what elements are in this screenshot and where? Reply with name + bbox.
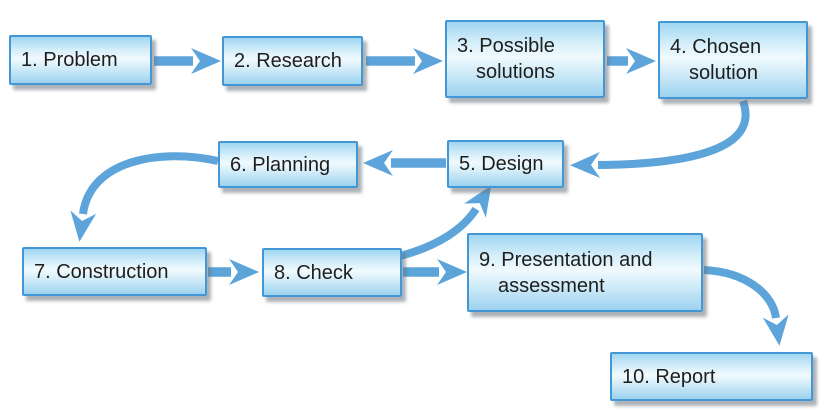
edge-presentation-report	[703, 266, 789, 346]
node-8-check: 8. Check	[262, 248, 402, 297]
node-6-planning: 6. Planning	[218, 141, 358, 188]
edge-chosen-solution-design	[570, 99, 750, 178]
node-label: 5. Design	[459, 153, 544, 175]
node-10-report: 10. Report	[610, 352, 813, 401]
node-label: 8. Check	[274, 261, 353, 284]
node-5-design: 5. Design	[447, 140, 564, 188]
edge-planning-construction	[70, 152, 219, 242]
edge-check-design	[398, 185, 492, 260]
node-label: 6. Planning	[230, 153, 331, 176]
node-2-research: 2. Research	[222, 36, 363, 86]
node-7-construction: 7. Construction	[22, 247, 207, 296]
node-label: 7. Construction	[34, 260, 169, 283]
node-label: 10. Report	[622, 365, 716, 388]
node-label: 1. Problem	[21, 49, 118, 71]
node-1-problem: 1. Problem	[9, 35, 152, 85]
node-label: 2. Research	[234, 50, 342, 72]
